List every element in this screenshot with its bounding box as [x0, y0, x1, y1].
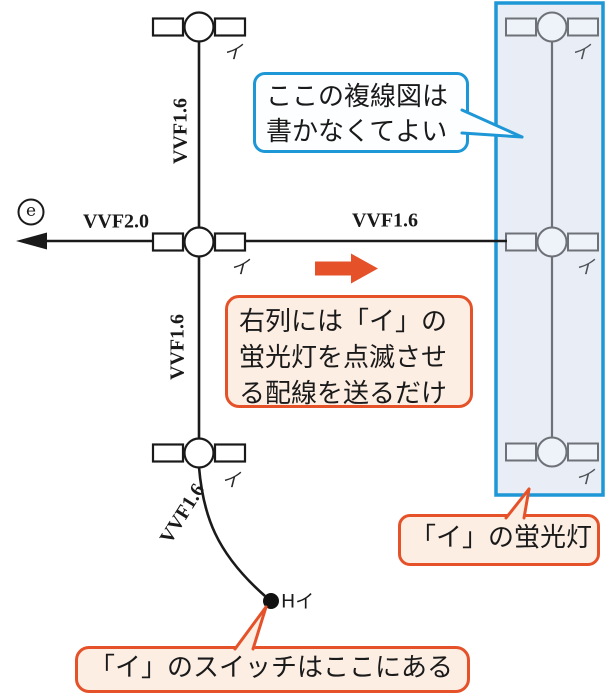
callout-no-redraw: ここの複線図は 書かなくてよい [253, 72, 469, 153]
callout-switch-location: 「イ」のスイッチはここにある [75, 646, 470, 693]
callout-fluorescent-light-text: 「イ」の蛍光灯 [410, 523, 593, 553]
lamp-label-left-middle: イ [230, 256, 250, 279]
switch-dot-symbol [263, 593, 279, 609]
callout-switch-location-text: 「イ」のスイッチはここにある [89, 653, 454, 683]
callout-no-redraw-line1: ここの複線図は [266, 82, 449, 112]
source-label: e [25, 201, 37, 222]
lamp-label-right-top: イ [571, 41, 591, 64]
callout-right-column-note-line3: る配線を送るだけ [239, 379, 448, 409]
callout-right-column-note-line1: 右列には「イ」の [239, 307, 448, 337]
callout-right-column-note-line2: 蛍光灯を点滅させ [239, 343, 448, 373]
lamp-label-left-bottom: イ [221, 469, 241, 492]
feeder-arrowhead-icon [16, 232, 47, 250]
right-direction-arrow-icon [315, 253, 378, 284]
callout-no-redraw-line2: 書かなくてよい [266, 117, 448, 147]
cable-label-to-right-column: VVF1.6 [351, 209, 419, 232]
cable-label-top-vertical: VVF1.6 [169, 97, 192, 165]
callout-right-column-note: 右列には「イ」の 蛍光灯を点滅させ る配線を送るだけ [225, 295, 473, 409]
callout-switch-tail [233, 605, 268, 651]
lamp-label-left-top: イ [223, 41, 243, 64]
lamp-label-right-bottom: イ [575, 466, 595, 489]
callout-no-redraw-tail [460, 108, 524, 139]
cable-label-feeder: VVF2.0 [82, 210, 150, 233]
fluorescent-lamp-symbol-left-bottom [151, 437, 247, 469]
lamp-label-right-middle: イ [575, 256, 595, 279]
callout-fluorescent-light: 「イ」の蛍光灯 [398, 514, 600, 566]
cable-label-mid-vertical: VVF1.6 [166, 313, 189, 381]
switch-label: Hイ [281, 590, 315, 613]
cable-label-switch-leg: VVF1.6 [155, 479, 210, 548]
right-column-highlight-box [494, 1, 605, 497]
